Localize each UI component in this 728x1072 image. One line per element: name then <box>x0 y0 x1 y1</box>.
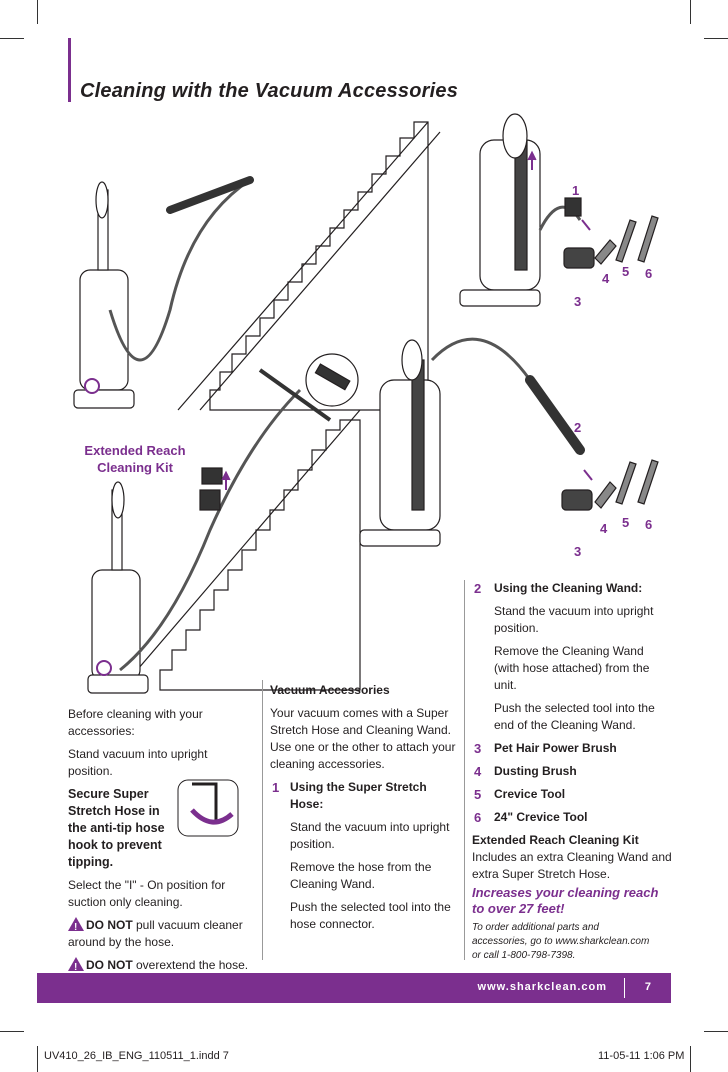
page-title: Cleaning with the Vacuum Accessories <box>80 80 459 102</box>
warning-icon: ! <box>68 957 84 973</box>
callout-3: 3 <box>574 544 582 559</box>
item-2-number: 2 <box>474 581 482 596</box>
upright-text: Stand vacuum into upright position. <box>68 747 208 778</box>
vacuum-accessories-intro: Your vacuum comes with a Super Stretch H… <box>270 706 456 771</box>
item-number: 6 <box>474 810 482 825</box>
middle-column: Vacuum Accessories Your vacuum comes wit… <box>270 682 460 933</box>
warning-1-text: pull vacuum cleaner around by the hose. <box>68 918 243 949</box>
vacuum-upper-left-illustration <box>73 181 135 409</box>
item-number: 4 <box>474 764 482 779</box>
list-item: 6 24" Crevice Tool <box>472 809 672 826</box>
select-position-text: Select the "I" - On position for suction… <box>68 878 226 909</box>
item-1-p1: Stand the vacuum into upright position. <box>290 820 450 851</box>
intro-text: Before cleaning with your accessories: <box>68 707 203 738</box>
extended-reach-label: Extended Reach Cleaning Kit <box>84 443 186 475</box>
warning-2: !DO NOT overextend the hose. <box>68 957 253 974</box>
crop-mark <box>704 38 728 39</box>
warning-1: !DO NOT pull vacuum cleaner around by th… <box>68 917 253 951</box>
anti-tip-hook-icon <box>177 779 239 837</box>
callout-4: 4 <box>602 271 610 286</box>
item-1-p3: Push the selected tool into the hose con… <box>290 900 451 931</box>
item-1-number: 1 <box>272 780 280 795</box>
staircase-upper-illustration <box>177 121 441 411</box>
item-number: 3 <box>474 741 482 756</box>
item-2-p2: Remove the Cleaning Wand (with hose atta… <box>494 644 650 692</box>
callout-6: 6 <box>645 266 653 281</box>
list-item: 5 Crevice Tool <box>472 786 672 803</box>
slug-file: UV410_26_IB_ENG_110511_1.indd 7 <box>44 1050 229 1062</box>
callout-5: 5 <box>622 264 630 279</box>
warning-2-text: overextend the hose. <box>132 958 249 972</box>
footer-url[interactable]: www.sharkclean.com <box>477 981 607 993</box>
warning-2-bold: DO NOT <box>86 958 133 972</box>
item-2-heading: 2 Using the Cleaning Wand: <box>472 580 672 597</box>
footer-divider <box>624 978 625 998</box>
kit-title: Extended Reach Cleaning Kit <box>472 833 639 847</box>
secure-hose-text: Secure Super Stretch Hose in the anti-ti… <box>68 787 165 869</box>
warning-icon: ! <box>68 917 84 933</box>
callout-1: 1 <box>572 183 580 198</box>
callout-2: 2 <box>574 420 582 435</box>
crop-mark <box>37 0 38 24</box>
item-label: Dusting Brush <box>494 764 577 778</box>
crop-mark <box>0 38 24 39</box>
vacuum-accessories-heading: Vacuum Accessories <box>270 683 390 697</box>
middle-column-divider <box>262 680 263 960</box>
item-label: Crevice Tool <box>494 787 566 801</box>
callout-3: 3 <box>574 294 582 309</box>
crop-mark <box>690 1046 691 1072</box>
slug-date: 11-05-11 1:06 PM <box>598 1050 685 1062</box>
staircase-lower-illustration <box>119 409 361 691</box>
item-1-p2: Remove the hose from the Cleaning Wand. <box>290 860 432 891</box>
wand-connector-detail <box>199 467 231 511</box>
right-column-divider <box>464 580 465 960</box>
callout-4: 4 <box>600 521 608 536</box>
item-2-p3: Push the selected tool into the end of t… <box>494 701 655 732</box>
right-column: 2 Using the Cleaning Wand: Stand the vac… <box>472 580 672 963</box>
kit-text: Includes an extra Cleaning Wand and extr… <box>472 850 672 881</box>
list-item: 4 Dusting Brush <box>472 763 672 780</box>
kit-highlight: Increases your cleaning reach to over 27… <box>472 885 659 916</box>
vacuum-lower-left-illustration <box>87 481 149 694</box>
left-column: Before cleaning with your accessories: S… <box>68 706 253 974</box>
footer-bar: www.sharkclean.com 7 <box>37 973 671 1003</box>
item-label: 24" Crevice Tool <box>494 810 588 824</box>
callout-5: 5 <box>622 515 630 530</box>
item-1-title: Using the Super Stretch Hose: <box>290 780 427 811</box>
illustration <box>73 113 659 694</box>
crop-mark <box>704 1031 728 1032</box>
crop-mark <box>37 1046 38 1072</box>
item-2-title: Using the Cleaning Wand: <box>494 581 643 595</box>
vacuum-mid-right-illustration <box>359 337 659 547</box>
title-accent-bar <box>68 38 71 102</box>
callout-6: 6 <box>645 517 653 532</box>
item-1-heading: 1 Using the Super Stretch Hose: <box>270 779 460 813</box>
item-2-p1: Stand the vacuum into upright position. <box>494 604 654 635</box>
vacuum-top-right-illustration <box>459 113 659 307</box>
order-text: To order additional parts and accessorie… <box>472 922 650 961</box>
page-number: 7 <box>644 981 651 993</box>
item-number: 5 <box>474 787 482 802</box>
crop-mark <box>690 0 691 24</box>
crop-mark <box>0 1031 24 1032</box>
item-label: Pet Hair Power Brush <box>494 741 617 755</box>
list-item: 3 Pet Hair Power Brush <box>472 740 672 757</box>
warning-1-bold: DO NOT <box>86 918 133 932</box>
